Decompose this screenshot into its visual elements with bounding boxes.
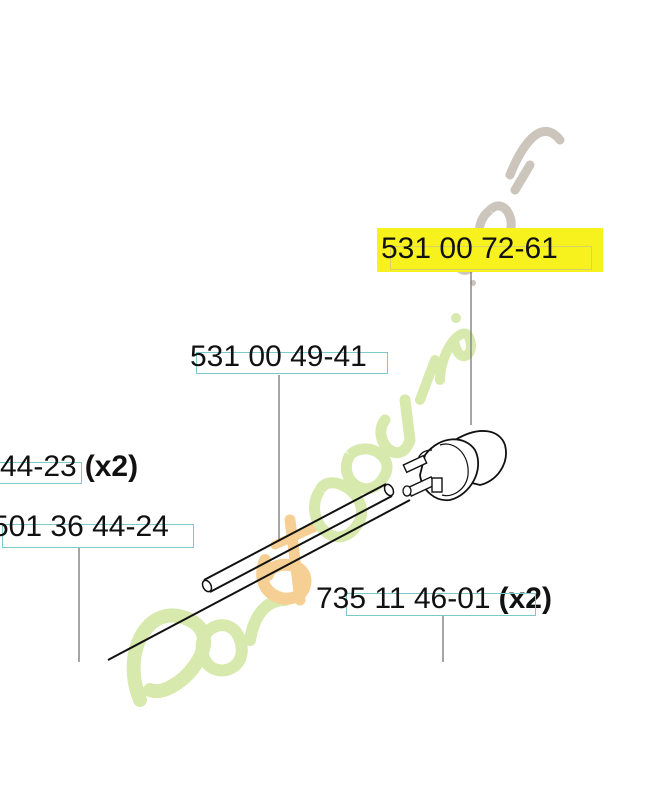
- part-number: 531 00 49-41: [190, 340, 367, 373]
- primer-bulb-drawing: [402, 430, 507, 502]
- label-box-part-d: [2, 524, 194, 548]
- part-label-44-23[interactable]: 44-23(x2): [0, 450, 138, 484]
- label-box-part-e: [346, 593, 536, 616]
- part-label-531-00-72-61[interactable]: 531 00 72-61: [381, 232, 558, 266]
- part-label-735-11-46-01[interactable]: 735 11 46-01(x2): [316, 582, 552, 616]
- quantity-badge: (x2): [498, 582, 552, 615]
- label-box-part-c: [0, 462, 82, 484]
- label-box-part-a: [390, 246, 592, 270]
- part-number: 501 36 44-24: [0, 510, 169, 543]
- quantity-badge: (x2): [84, 450, 139, 483]
- label-box-part-b: [196, 352, 388, 374]
- part-number: 44-23: [0, 450, 77, 483]
- part-label-531-00-49-41[interactable]: 531 00 49-41: [190, 340, 367, 374]
- part-number: 735 11 46-01: [316, 582, 491, 615]
- part-number: 531 00 72-61: [381, 232, 558, 265]
- part-label-501-36-44-24[interactable]: 501 36 44-24: [0, 510, 169, 544]
- highlight-part-a: [377, 228, 603, 272]
